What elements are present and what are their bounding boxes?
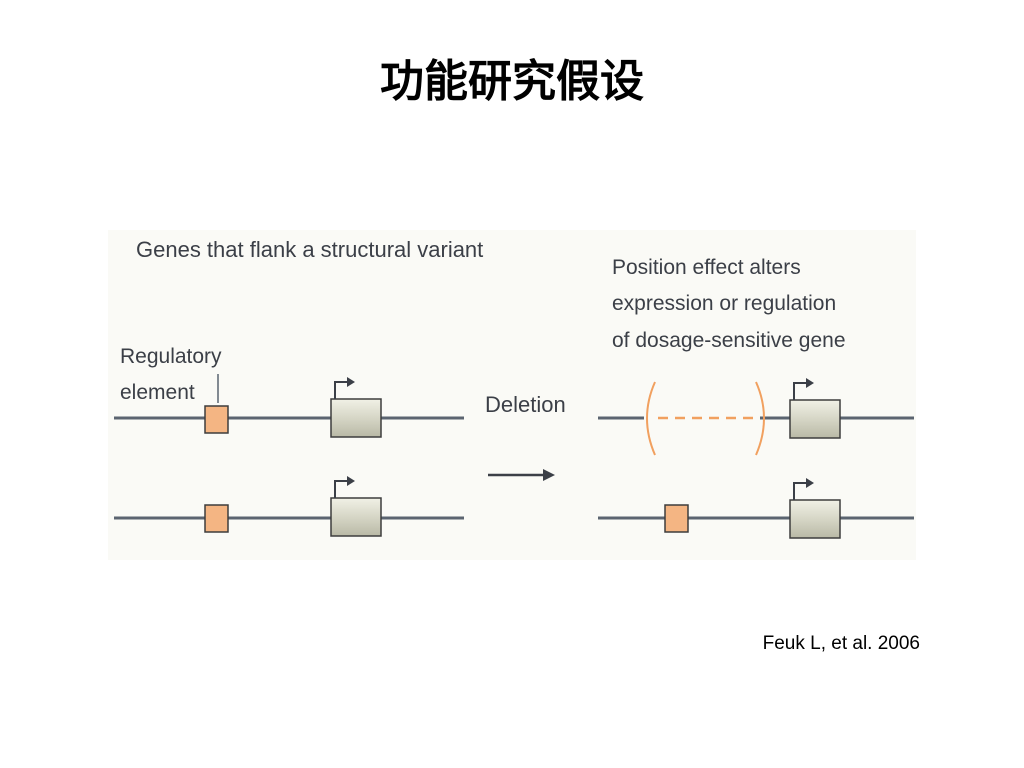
regulatory-element-left-bottom <box>204 504 229 533</box>
deletion-bracket-right <box>755 381 765 456</box>
promoter-arrowhead-left-top <box>347 377 355 387</box>
regulatory-label-line1: Regulatory <box>120 345 222 368</box>
gene-box-right-bottom <box>789 499 841 539</box>
promoter-arrowhead-right-top <box>806 378 814 388</box>
slide-title: 功能研究假设 <box>380 56 644 107</box>
promoter-arrow-left-top <box>334 381 348 399</box>
gene-box-right-top <box>789 399 841 439</box>
promoter-arrow-right-bottom <box>793 482 807 500</box>
gene-box-left-top <box>330 398 382 438</box>
deletion-arrowhead <box>543 469 555 481</box>
right-caption-line2: expression or regulation <box>612 292 836 315</box>
right-caption-line1: Position effect alters <box>612 256 801 279</box>
regulatory-label-line2: element <box>120 381 195 404</box>
promoter-arrowhead-left-bottom <box>347 476 355 486</box>
deletion-bracket-left <box>646 381 656 456</box>
right-caption-line3: of dosage-sensitive gene <box>612 329 846 352</box>
regulatory-element-left-top <box>204 405 229 434</box>
structural-variant-diagram: Genes that flank a structural variant Re… <box>114 237 914 539</box>
deletion-label: Deletion <box>485 392 566 417</box>
promoter-arrow-left-bottom <box>334 480 348 498</box>
figure-panel: Genes that flank a structural variant Re… <box>108 230 916 560</box>
left-panel-heading: Genes that flank a structural variant <box>136 237 483 262</box>
promoter-arrowhead-right-bottom <box>806 478 814 488</box>
promoter-arrow-right-top <box>793 382 807 400</box>
gene-box-left-bottom <box>330 497 382 537</box>
citation: Feuk L, et al. 2006 <box>762 633 920 654</box>
regulatory-element-right-bottom <box>664 504 689 533</box>
